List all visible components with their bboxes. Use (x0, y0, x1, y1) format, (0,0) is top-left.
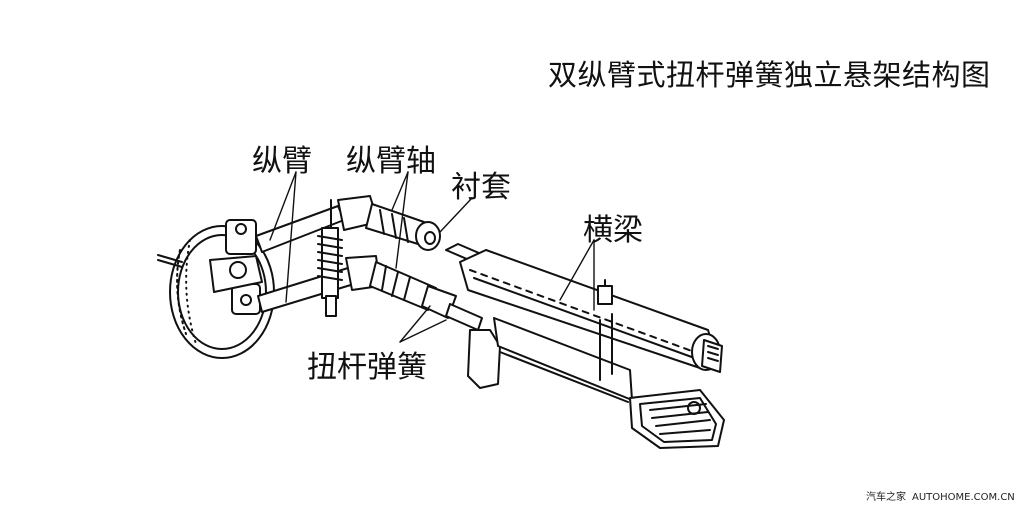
leader-lines (269, 171, 595, 343)
watermark: 汽车之家 AUTOHOME.COM.CN (866, 488, 1015, 503)
upper-shaft (365, 203, 441, 251)
upper-trailing-arm (255, 195, 379, 253)
brake-disc (157, 219, 275, 359)
lower-trailing-arm (257, 255, 381, 313)
lower-shaft (369, 261, 483, 331)
label-trailing-arm: 纵臂 (252, 144, 312, 179)
cross-beam (445, 243, 723, 373)
label-trailing-arm-shaft: 纵臂轴 (346, 144, 436, 179)
end-piece (629, 389, 725, 449)
watermark-site-name: 汽车之家 (866, 492, 906, 503)
label-bushing: 衬套 (451, 170, 511, 205)
label-cross-beam: 横梁 (583, 213, 643, 248)
shock-absorber (317, 199, 343, 317)
label-torsion-bar-spring: 扭杆弹簧 (307, 350, 427, 385)
diagram-title: 双纵臂式扭杆弹簧独立悬架结构图 (548, 58, 991, 92)
watermark-domain: AUTOHOME.COM.CN (912, 492, 1015, 503)
